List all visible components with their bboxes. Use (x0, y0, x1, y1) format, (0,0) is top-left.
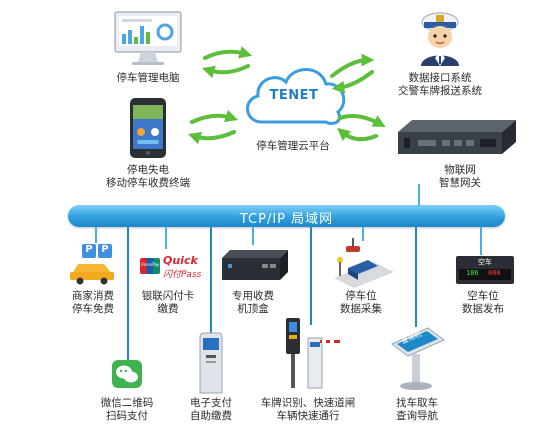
settopbox-label-2: 机顶盒 (237, 303, 269, 315)
selfpay-label-1: 电子支付 (190, 397, 232, 409)
mobile-label-2: 移动停车收费终端 (106, 177, 190, 189)
unionpay-label-1: 银联闪付卡 (141, 290, 195, 302)
unionpay-logo-text: UnionPay (140, 262, 160, 267)
led-right-count: 008 (488, 269, 501, 277)
police-label-2: 交警车牌报送系统 (398, 85, 482, 97)
kiosk-label-1: 找车取车 (396, 397, 438, 409)
parking-sign-p2: P (101, 244, 109, 255)
unionpay-logo-icon: UnionPay (140, 258, 160, 274)
led-left-count: 186 (466, 269, 479, 277)
arrow-pair-pc (201, 46, 253, 78)
sync-arrows (187, 46, 386, 145)
taxi-parking-icon (70, 244, 114, 285)
lpr-barrier-icon (286, 318, 340, 389)
smartphone-icon (130, 98, 166, 158)
arrow-pair-police (330, 53, 375, 94)
quickpass-top-text: Quick (163, 254, 198, 267)
sensor-label-1: 停车位 (345, 290, 377, 302)
settopbox-label-1: 专用收费 (232, 290, 274, 302)
wechat-icon (112, 360, 142, 388)
quickpass-bottom-text: 闪付Pass (163, 270, 202, 280)
gateway-box-icon (398, 120, 516, 154)
led-title: 空车 (478, 258, 492, 266)
mobile-label-1: 停电失电 (127, 164, 169, 176)
barrier-label-2: 车辆快速通行 (276, 410, 340, 422)
arrow-pair-gateway (337, 114, 386, 142)
wechat-label-1: 微信二维码 (100, 397, 154, 409)
led-label-2: 数据发布 (462, 303, 504, 315)
connector-epay (210, 227, 212, 337)
selfpay-label-2: 自助缴费 (190, 410, 232, 422)
settopbox-icon (222, 250, 288, 280)
connector-kiosk (415, 227, 417, 327)
connector-merchant (95, 227, 97, 243)
gateway-label-1: 物联网 (444, 164, 476, 176)
cloud-label: 停车管理云平台 (256, 140, 330, 152)
led-sign-icon: 空车 186 008 (456, 256, 514, 284)
barrier-label-1: 车牌识别、快速道闸 (260, 397, 356, 409)
kiosk-label-2: 查询导航 (396, 410, 438, 422)
connector-led-sign (480, 227, 482, 255)
selfpay-kiosk-icon (199, 332, 223, 394)
wechat-label-2: 扫码支付 (106, 410, 148, 422)
lan-label: TCP/IP 局域网 (239, 212, 334, 227)
query-kiosk-icon (391, 327, 445, 390)
led-label-1: 空车位 (467, 290, 499, 302)
police-officer-icon (421, 12, 459, 66)
merchant-label-2: 停车免费 (72, 303, 114, 315)
merchant-label-1: 商家消费 (72, 290, 114, 302)
connector-wechat (127, 227, 129, 360)
sensor-label-2: 数据采集 (340, 303, 382, 315)
parking-space-sensor-icon (334, 238, 394, 288)
arrow-pair-mobile (187, 109, 239, 145)
unionpay-label-2: 缴费 (157, 303, 179, 315)
police-label-1: 数据接口系统 (408, 72, 472, 84)
tcp-ip-lan-bus: TCP/IP 局域网 (68, 205, 505, 227)
gateway-bus-link (418, 184, 420, 206)
connector-space-sensor (362, 227, 364, 241)
pc-label: 停车管理电脑 (116, 72, 180, 84)
gateway-label-2: 智慧网关 (439, 177, 481, 189)
parking-sign-p1: P (85, 244, 93, 255)
monitor-icon (114, 11, 182, 65)
connector-unionpay (165, 227, 167, 249)
tenet-logo-text: TENET (269, 88, 319, 103)
connector-barrier (310, 227, 312, 325)
connector-settopbox (252, 227, 254, 245)
